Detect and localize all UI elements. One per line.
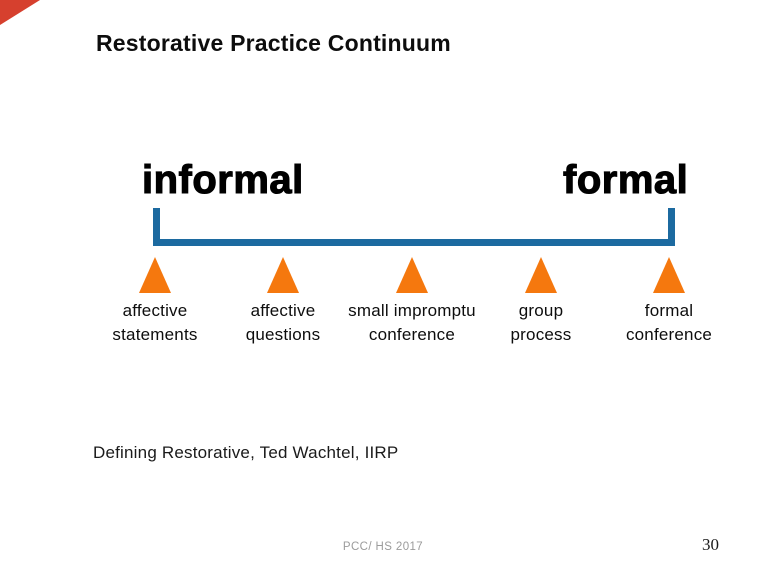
- page-title: Restorative Practice Continuum: [96, 30, 451, 56]
- bracket-right-tick: [668, 208, 675, 246]
- scale-label-formal: formal: [562, 157, 689, 202]
- triangle-marker-icon: [525, 257, 557, 293]
- triangle-marker-icon: [139, 257, 171, 293]
- continuum-item-group-process: group process: [456, 257, 626, 347]
- bracket-left-tick: [153, 208, 160, 246]
- continuum-item-formal-conference: formal conference: [584, 257, 754, 347]
- item-label: affective questions: [245, 301, 321, 344]
- triangle-marker-icon: [267, 257, 299, 293]
- citation-text: Defining Restorative, Ted Wachtel, IIRP: [93, 443, 399, 462]
- bracket-horizontal-bar: [153, 239, 675, 246]
- item-label: small impromptu conference: [348, 301, 476, 344]
- footer-text: PCC/ HS 2017: [342, 541, 424, 553]
- item-label: group process: [510, 301, 572, 344]
- triangle-marker-icon: [396, 257, 428, 293]
- item-label: affective statements: [112, 301, 198, 344]
- page-number: 30: [702, 535, 719, 554]
- continuum-item-affective-statements: affective statements: [70, 257, 240, 347]
- triangle-marker-icon: [653, 257, 685, 293]
- scale-label-informal: informal: [141, 157, 304, 202]
- continuum-item-small-impromptu-conference: small impromptu conference: [327, 257, 497, 347]
- corner-fold-icon: [0, 0, 40, 25]
- continuum-item-affective-questions: affective questions: [198, 257, 368, 347]
- item-label: formal conference: [625, 301, 713, 344]
